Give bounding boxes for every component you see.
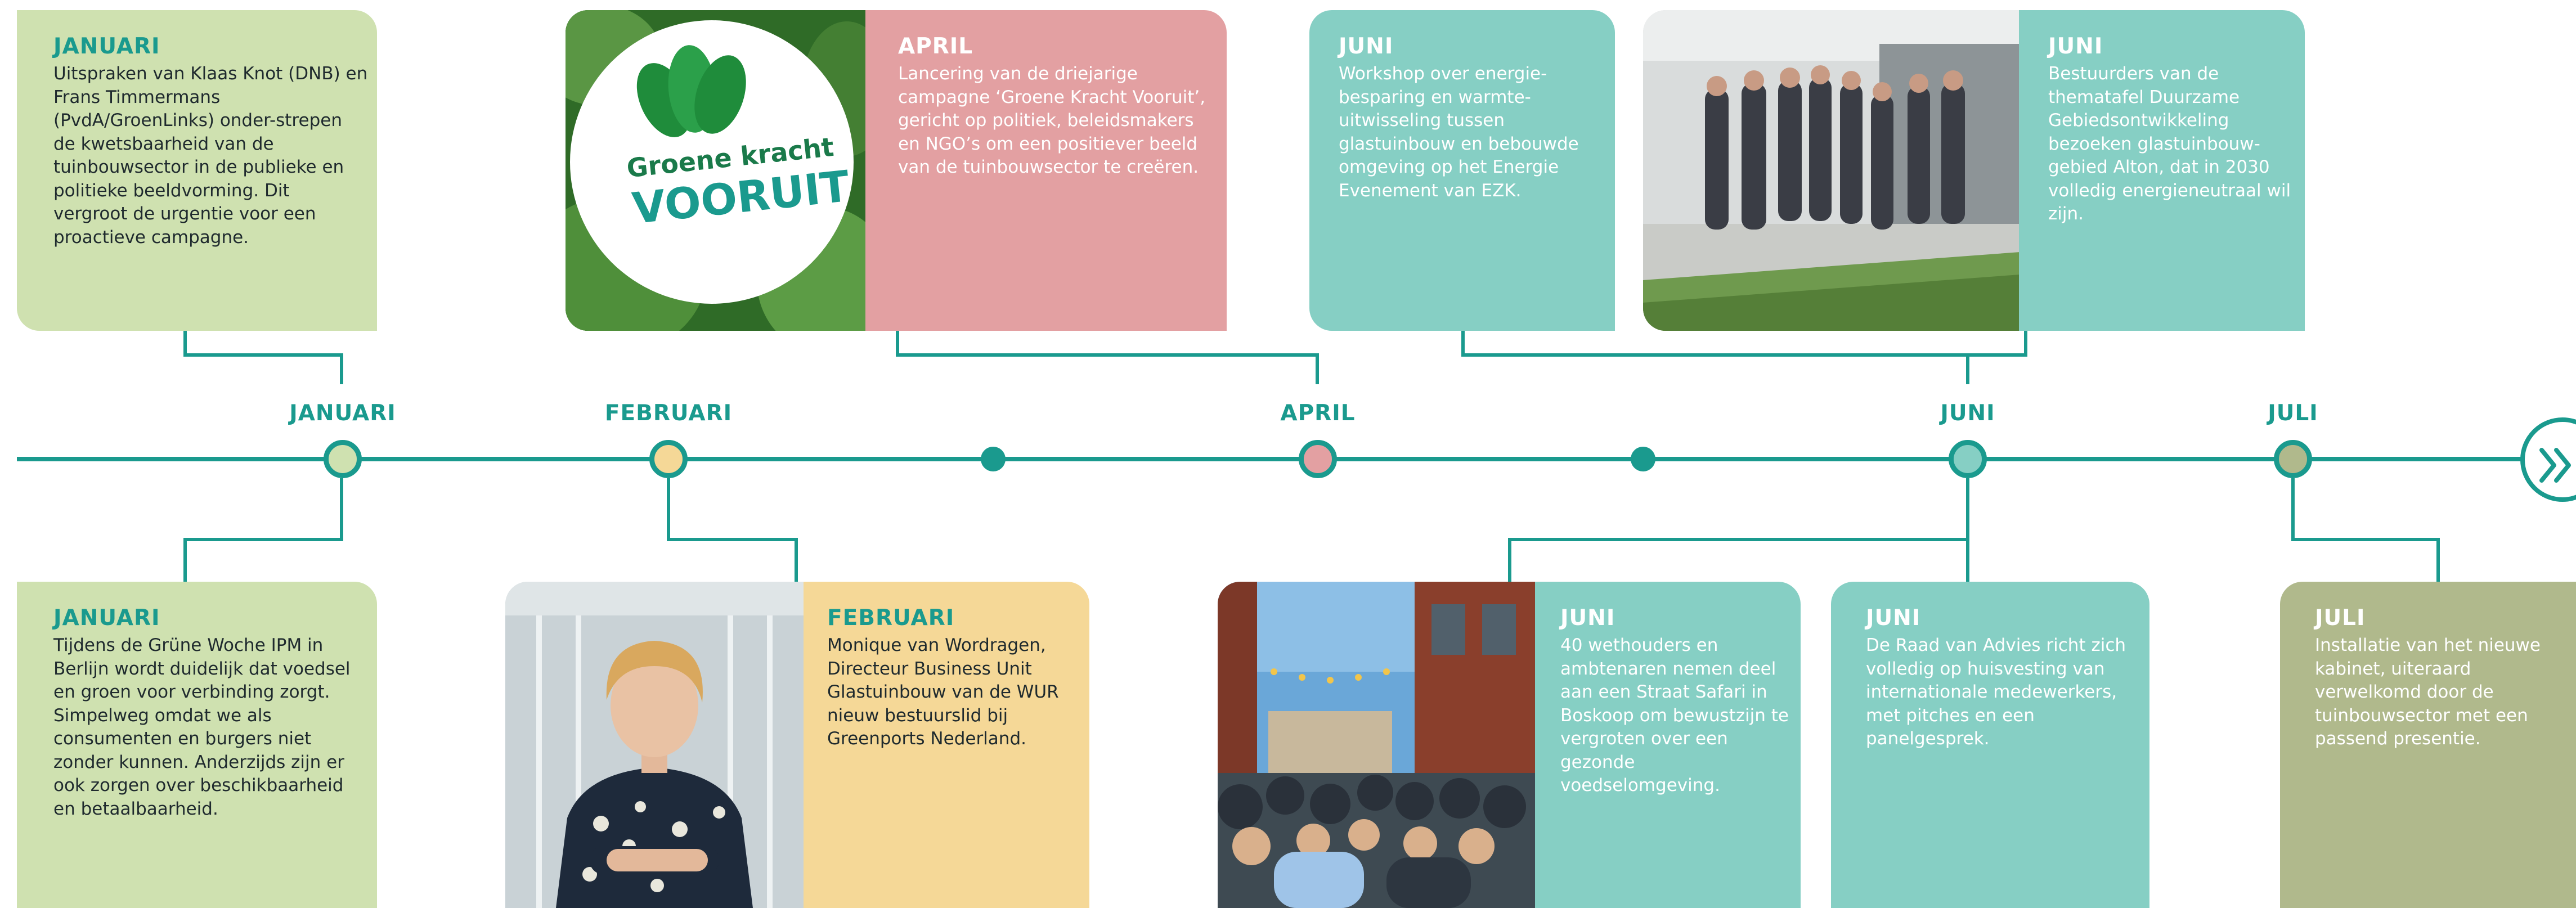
connector <box>2024 331 2027 357</box>
card-februari-bottom: FEBRUARI Monique van Wordragen, Directeu… <box>804 582 1089 908</box>
card-juni-workshop: JUNI Workshop over energie-besparing en … <box>1309 10 1615 331</box>
card-month: JANUARI <box>53 34 160 59</box>
timeline-node-juli[interactable] <box>2274 440 2312 478</box>
connector <box>1508 538 1511 582</box>
connector <box>183 353 343 357</box>
card-juni-raad: JUNI De Raad van Advies richt zich volle… <box>1831 582 2149 908</box>
connector <box>1461 353 2027 357</box>
connector <box>183 538 343 541</box>
month-label-februari: FEBRUARI <box>604 401 733 426</box>
card-month: JANUARI <box>53 605 160 631</box>
card-juli-bottom: JULI Installatie van het nieuwe kabinet,… <box>2280 582 2576 908</box>
card-month: JUNI <box>2048 34 2103 59</box>
timeline-node-april[interactable] <box>1299 440 1337 478</box>
card-text: Lancering van de driejarige campagne ‘Gr… <box>898 64 1206 177</box>
connector <box>1966 478 1969 582</box>
card-juni-alton: JUNI Bestuurders van de thematafel Duurz… <box>2019 10 2305 331</box>
month-label-juli: JULI <box>2268 401 2318 426</box>
greenhouse-visit-photo <box>1643 10 2020 331</box>
connector <box>183 331 187 357</box>
timeline-axis <box>17 457 2526 461</box>
card-text: 40 wethouders en ambtenaren nemen deel a… <box>1560 635 1789 795</box>
connector <box>183 538 187 582</box>
groene-kracht-logo-photo: Groene kracht VOORUIT <box>566 10 867 331</box>
month-label-april: APRIL <box>1280 401 1356 426</box>
card-text: Monique van Wordragen, Directeur Busines… <box>827 635 1059 749</box>
month-label-januari: JANUARI <box>289 401 396 426</box>
connector <box>2291 538 2440 541</box>
card-month: JULI <box>2315 605 2366 631</box>
connector <box>896 331 899 357</box>
card-month: APRIL <box>898 34 973 59</box>
card-text: Tijdens de Grüne Woche IPM in Berlijn wo… <box>53 635 351 819</box>
card-text: Uitspraken van Klaas Knot (DNB) en Frans… <box>53 64 368 248</box>
card-april-top: APRIL Lancering van de driejarige campag… <box>865 10 1227 331</box>
timeline-node-februari[interactable] <box>649 440 688 478</box>
timeline-node-juni[interactable] <box>1949 440 1987 478</box>
card-month: JUNI <box>1866 605 1921 631</box>
connector <box>1461 331 1465 357</box>
card-text: De Raad van Advies richt zich volledig o… <box>1866 635 2126 749</box>
card-month: FEBRUARI <box>827 605 955 631</box>
connector <box>340 478 343 541</box>
card-text: Bestuurders van de thematafel Duurzame G… <box>2048 64 2291 224</box>
connector <box>340 353 343 384</box>
connector <box>1966 357 1969 384</box>
connector <box>896 353 1319 357</box>
timeline-dot-march <box>981 447 1006 471</box>
straat-safari-photo <box>1218 582 1536 908</box>
card-text: Workshop over energie-besparing en warmt… <box>1339 64 1579 201</box>
timeline-node-januari[interactable] <box>324 440 362 478</box>
card-text: Installatie van het nieuwe kabinet, uite… <box>2315 635 2541 749</box>
connector <box>667 538 798 541</box>
leaf-logo-icon <box>636 45 746 137</box>
connector <box>795 538 798 582</box>
next-button[interactable] <box>2520 417 2576 502</box>
connector <box>2291 478 2295 541</box>
card-januari-bottom: JANUARI Tijdens de Grüne Woche IPM in Be… <box>17 582 377 908</box>
double-chevron-right-icon <box>2539 448 2571 483</box>
timeline-dot-may <box>1631 447 1655 471</box>
connector <box>667 478 670 541</box>
month-label-juni: JUNI <box>1940 401 1995 426</box>
connector <box>1316 353 1319 384</box>
card-month: JUNI <box>1560 605 1615 631</box>
card-juni-safari: JUNI 40 wethouders en ambtenaren nemen d… <box>1535 582 1801 908</box>
card-month: JUNI <box>1339 34 1394 59</box>
card-januari-top: JANUARI Uitspraken van Klaas Knot (DNB) … <box>17 10 377 331</box>
connector <box>2436 538 2440 582</box>
portrait-photo <box>505 582 805 908</box>
connector <box>1508 538 1969 541</box>
